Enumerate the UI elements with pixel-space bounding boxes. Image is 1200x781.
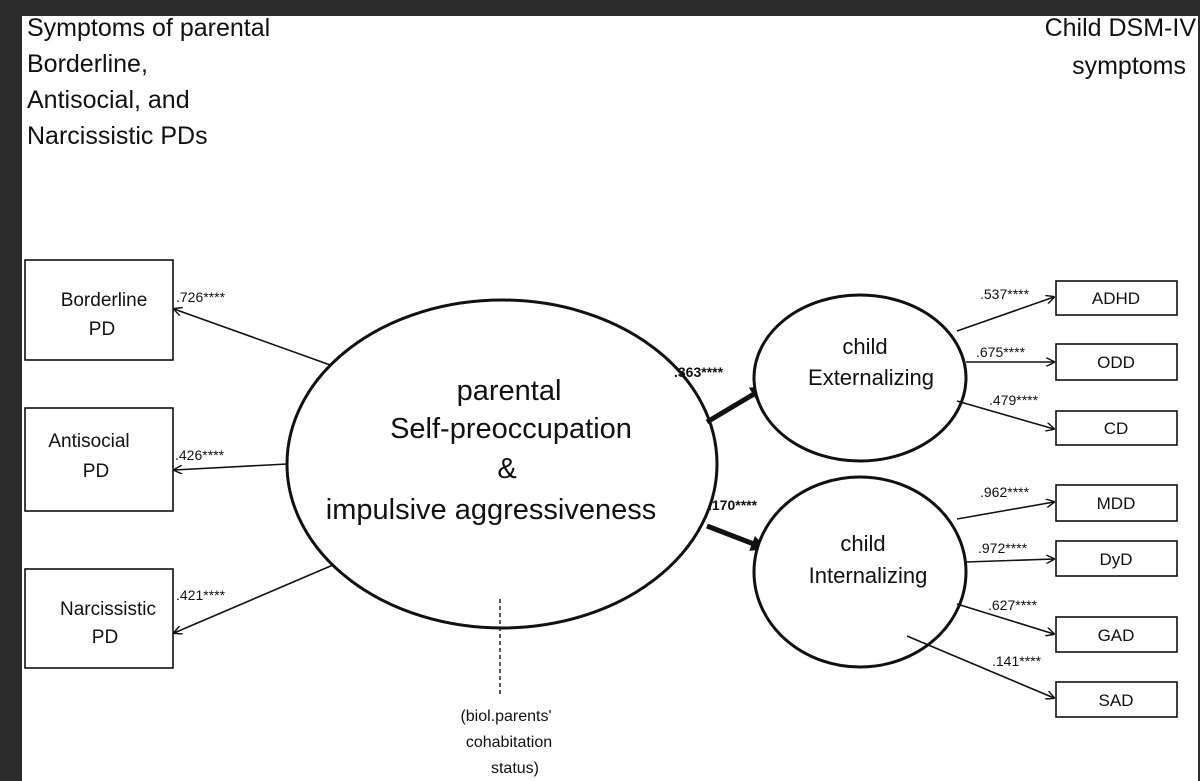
main-latent-line-4: impulsive aggressiveness (326, 494, 656, 526)
odd-loading: .675**** (976, 344, 1026, 360)
arrow-to-adhd (956, 297, 1054, 332)
covariate-line-1: (biol.parents' (460, 708, 551, 725)
main-latent-line-2: Self-preoccupation (390, 413, 632, 445)
odd-box (1055, 343, 1178, 381)
borderline-pd-label-1: Borderline (61, 290, 148, 311)
borderline-pd-label-2: PD (89, 319, 115, 340)
child-internalizing-ellipse (752, 475, 968, 669)
arrow-to-cd (956, 400, 1054, 429)
odd-label: ODD (1097, 353, 1135, 372)
antisocial-loading: .426**** (175, 447, 225, 463)
sem-diagram: Symptoms of parental Borderline, Antisoc… (24, 16, 1197, 777)
antisocial-pd-label-2: PD (83, 461, 109, 482)
arrow-to-gad (956, 603, 1054, 634)
narcissistic-pd-label-2: PD (92, 627, 118, 648)
arrow-to-sad (906, 635, 1054, 698)
cd-label: CD (1104, 419, 1129, 438)
header-left-line-1: Symptoms of parental (27, 16, 270, 42)
header-right-line-1: Child DSM-IV (1045, 16, 1197, 42)
externalizing-line-1: child (842, 334, 887, 359)
gad-label: GAD (1098, 626, 1135, 645)
cd-box (1055, 410, 1178, 446)
sad-box (1055, 681, 1178, 718)
arrow-to-narcissistic (174, 558, 348, 633)
parental-self-preoccupation-ellipse (285, 298, 719, 630)
externalizing-line-2: Externalizing (808, 365, 934, 390)
covariate-line-2: cohabitation (466, 734, 552, 751)
mdd-box (1055, 484, 1178, 522)
gad-loading: .627**** (988, 597, 1038, 613)
main-latent-line-1: parental (457, 375, 562, 407)
child-externalizing-ellipse (752, 293, 968, 463)
adhd-label: ADHD (1092, 289, 1140, 308)
header-left-line-3: Antisocial, and (27, 86, 190, 114)
borderline-loading: .726**** (176, 289, 226, 305)
narcissistic-pd-box (24, 568, 174, 669)
mdd-label: MDD (1097, 494, 1136, 513)
internalizing-path-coefficient: .170**** (708, 497, 758, 513)
narcissistic-pd-label-1: Narcissistic (60, 599, 156, 620)
narcissistic-loading: .421**** (176, 587, 226, 603)
header-left-line-4: Narcissistic PDs (27, 122, 208, 150)
antisocial-pd-box (24, 407, 174, 512)
dyd-loading: .972**** (978, 540, 1028, 556)
arrow-to-antisocial (174, 463, 288, 470)
path-to-internalizing (706, 523, 767, 551)
internalizing-line-1: child (840, 531, 885, 556)
internalizing-line-2: Internalizing (809, 563, 928, 588)
arrow-to-borderline (174, 309, 348, 372)
header-right-line-2: symptoms (1072, 52, 1186, 80)
borderline-pd-box (24, 259, 174, 361)
header-left-line-2: Borderline, (27, 50, 148, 78)
sad-label: SAD (1099, 691, 1134, 710)
sad-loading: .141**** (992, 653, 1042, 669)
cd-loading: .479**** (989, 392, 1039, 408)
dyd-box (1055, 540, 1178, 577)
dyd-label: DyD (1099, 550, 1132, 569)
covariate-line-3: status) (491, 760, 539, 777)
adhd-loading: .537**** (980, 286, 1030, 302)
externalizing-path-coefficient: .363**** (674, 364, 724, 380)
mdd-loading: .962**** (980, 484, 1030, 500)
diagram-canvas: Symptoms of parental Borderline, Antisoc… (22, 16, 1198, 781)
main-latent-line-3: & (497, 453, 516, 485)
arrow-to-dyd (965, 559, 1054, 562)
antisocial-pd-label-1: Antisocial (48, 431, 129, 452)
arrow-to-mdd (956, 502, 1054, 520)
